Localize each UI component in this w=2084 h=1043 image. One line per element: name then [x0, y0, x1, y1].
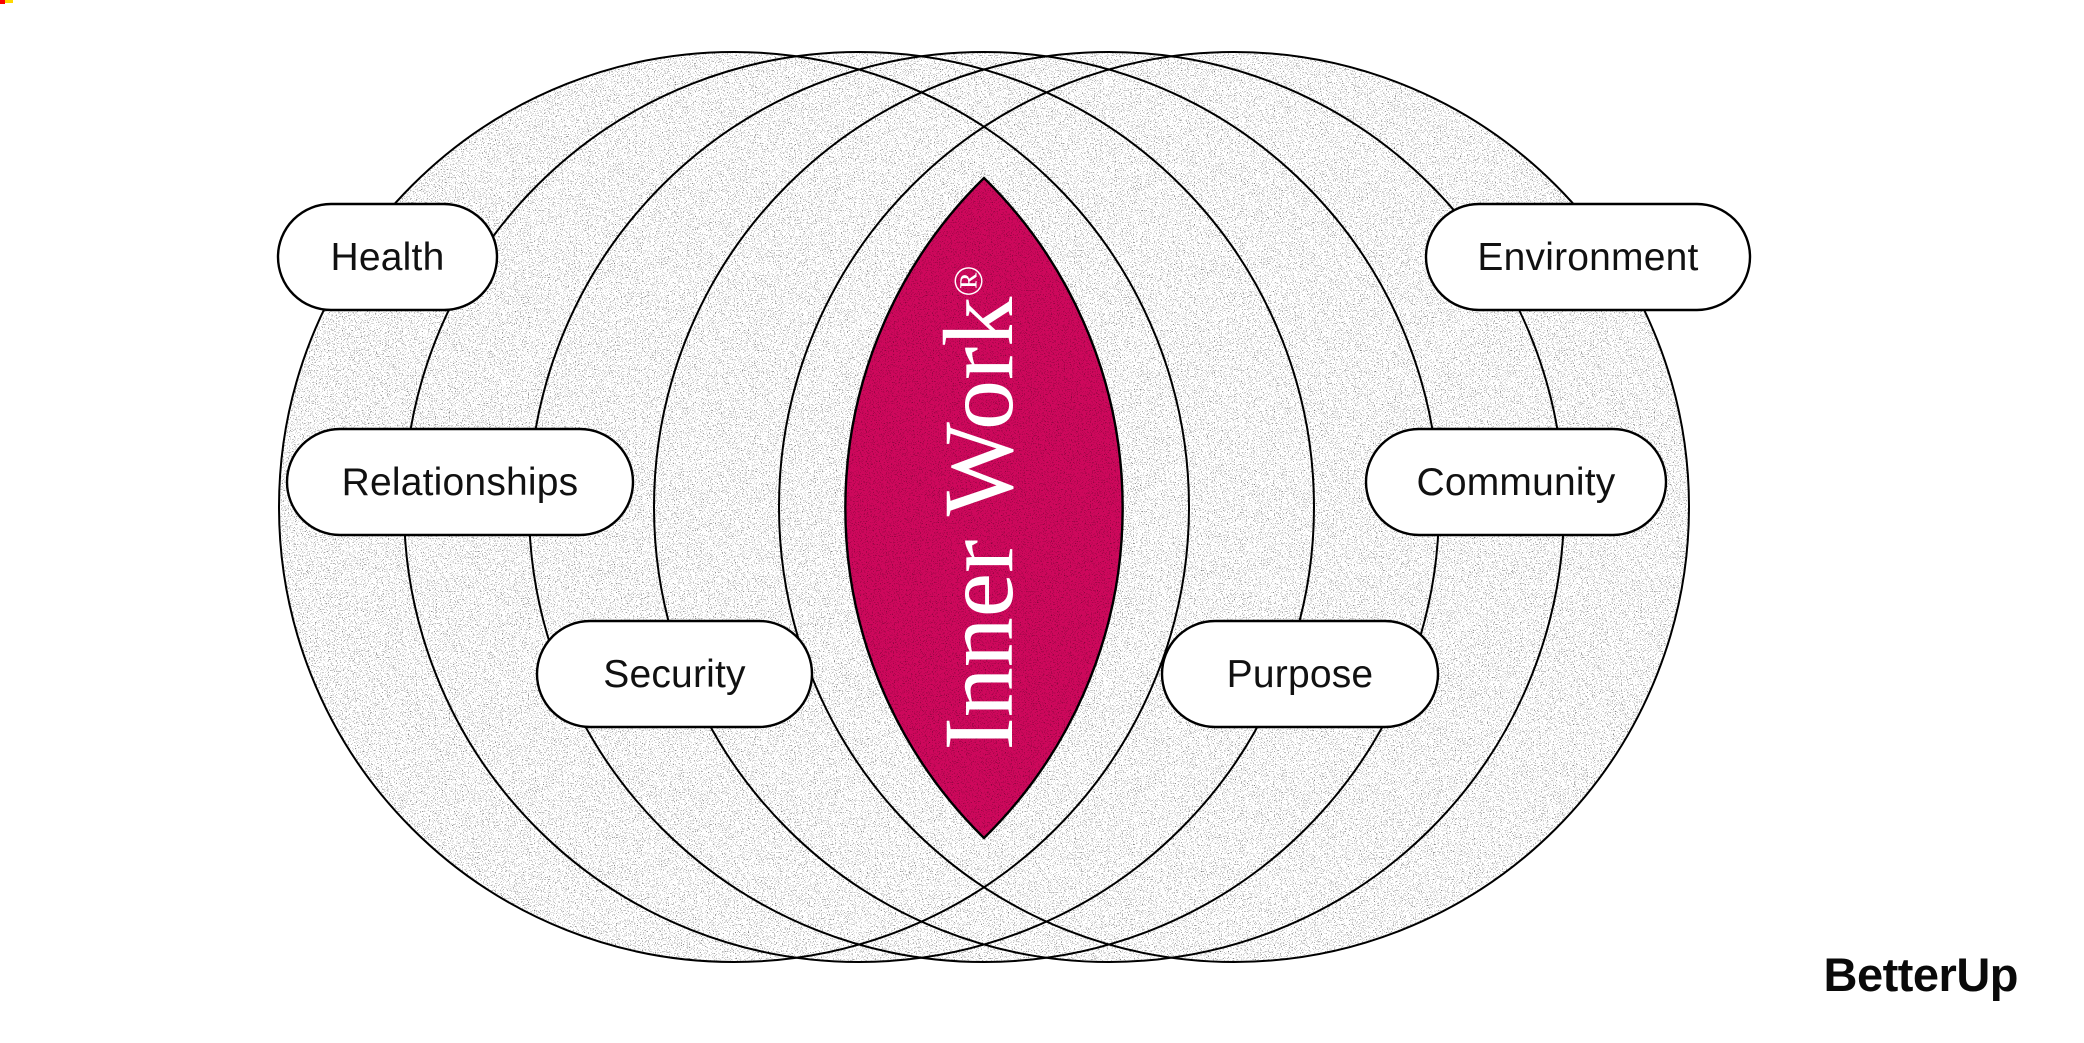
pill-environment: Environment — [1424, 202, 1752, 312]
pill-community: Community — [1364, 427, 1668, 537]
inner-work-title-text: Inner Work — [923, 297, 1034, 751]
pill-relationships-label: Relationships — [342, 461, 579, 504]
pill-environment-shape — [1424, 202, 1752, 312]
pill-security-shape — [535, 619, 814, 729]
inner-work-lens-outline — [844, 176, 1124, 840]
pill-purpose-shape — [1160, 619, 1440, 729]
pill-health-shape — [276, 202, 499, 312]
pill-purpose-label: Purpose — [1227, 653, 1374, 696]
pill-health-label: Health — [331, 236, 445, 279]
circle-5 — [778, 51, 1690, 963]
pill-environment-label: Environment — [1477, 236, 1698, 279]
corner-artifact-yellow — [5, 0, 13, 3]
pill-security-label: Security — [603, 653, 746, 696]
pill-purpose: Purpose — [1160, 619, 1440, 729]
inner-work-title: Inner Work® — [923, 265, 1034, 750]
pill-community-shape — [1364, 427, 1668, 537]
pill-community-label: Community — [1416, 461, 1615, 504]
betterup-logo: BetterUp — [1824, 948, 2018, 1001]
corner-artifact-red — [0, 0, 5, 4]
pill-relationships: Relationships — [285, 427, 635, 537]
pill-health: Health — [276, 202, 499, 312]
pill-security: Security — [535, 619, 814, 729]
registered-trademark-symbol: ® — [945, 265, 991, 296]
circle-1 — [278, 51, 1190, 963]
lens-grain-texture — [845, 178, 1123, 838]
pill-relationships-shape — [285, 427, 635, 537]
